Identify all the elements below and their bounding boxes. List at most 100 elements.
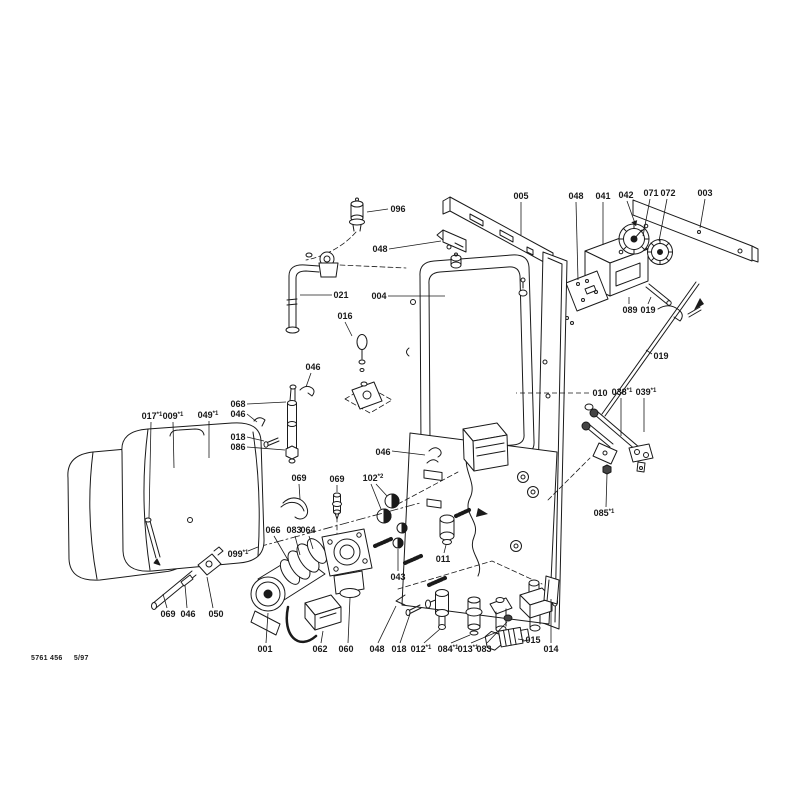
callout-lead [344, 321, 353, 337]
callout-lead [375, 483, 388, 497]
callout-lead [443, 544, 447, 554]
part-callout-085: 085*1 [594, 508, 615, 518]
document-footer: 5761 456 5/97 [31, 655, 89, 662]
part-callout-050: 050 [208, 609, 223, 619]
part-callout-071: 071 [643, 188, 658, 198]
callout-lead [246, 401, 287, 405]
part-mounting-rail-top [442, 196, 554, 268]
part-callout-041: 041 [595, 191, 610, 201]
callout-lead [246, 436, 265, 442]
part-knobs [376, 493, 400, 524]
callout-lead [575, 201, 579, 281]
part-long-rod [601, 281, 700, 417]
callout-arrow [631, 220, 638, 226]
callout-lead [399, 613, 411, 644]
reference-lines [257, 231, 591, 590]
part-callout-046: 046 [375, 447, 390, 457]
part-callout-015: 015 [525, 635, 540, 645]
callout-lead [645, 349, 653, 355]
callout-lead [247, 546, 259, 552]
part-callout-046: 046 [230, 409, 245, 419]
part-callout-018: 018 [230, 432, 245, 442]
alignment-arrows [476, 298, 704, 517]
part-callout-001: 001 [257, 644, 272, 654]
callout-lead [388, 240, 442, 250]
part-linkage [581, 403, 654, 475]
part-callout-004: 004 [371, 291, 386, 301]
callout-lead [391, 450, 426, 456]
part-callout-019: 019 [653, 351, 668, 361]
part-callout-017: 017*1 [142, 411, 163, 421]
part-callout-019: 019 [640, 305, 655, 315]
callout-lead [642, 198, 651, 237]
part-heat-cell [406, 252, 535, 462]
part-callout-084: 084*1 [438, 644, 459, 654]
callout-lead [206, 576, 214, 609]
part-callout-083: 083 [286, 525, 301, 535]
part-electrode [144, 517, 161, 566]
callout-lead [273, 535, 289, 561]
part-bracket-small [436, 229, 467, 253]
callout-lead [470, 631, 498, 644]
part-callout-042: 042 [618, 190, 633, 200]
part-valve-train [395, 575, 560, 651]
callout-lead [172, 421, 175, 469]
callout-lead [294, 535, 301, 556]
callout-lead [320, 630, 324, 644]
part-callout-039: 039*1 [636, 387, 657, 397]
part-callout-003: 003 [697, 188, 712, 198]
part-callout-069: 069 [329, 474, 344, 484]
callout-lead [370, 483, 382, 510]
part-lever-rod [645, 283, 702, 322]
callout-lead [647, 296, 652, 305]
part-nipple [332, 492, 342, 520]
callout-lead [308, 535, 314, 550]
callout-lead [699, 198, 706, 229]
part-callout-066: 066 [265, 525, 280, 535]
callout-lead [486, 621, 508, 644]
part-strainer [484, 626, 531, 651]
part-callout-012: 012*1 [411, 644, 432, 654]
part-callout-013: 013*1 [458, 644, 479, 654]
callout-lead [605, 473, 608, 508]
part-callout-011: 011 [436, 554, 451, 564]
part-callout-048: 048 [568, 191, 583, 201]
callout-lead [184, 584, 188, 609]
callout-lead [658, 198, 668, 242]
callout-lead [347, 597, 351, 644]
part-callout-060: 060 [338, 644, 353, 654]
part-spring-clips-center [426, 447, 442, 464]
callout-lead [148, 421, 152, 519]
document-number: 5761 456 [31, 655, 63, 662]
part-callout-102: 102*2 [363, 473, 384, 483]
part-callout-089: 089 [622, 305, 637, 315]
part-callout-009: 009*1 [163, 411, 184, 421]
part-return-tube [253, 384, 315, 464]
part-hose [280, 497, 309, 520]
callout-lead [265, 612, 269, 644]
part-callout-086: 086 [230, 442, 245, 452]
callout-lead [162, 593, 168, 609]
part-callout-068: 068 [230, 399, 245, 409]
part-callout-069: 069 [291, 473, 306, 483]
diagram-art [67, 196, 759, 651]
part-callout-048: 048 [369, 644, 384, 654]
part-callout-005: 005 [513, 191, 528, 201]
part-callout-021: 021 [333, 290, 348, 300]
part-callout-014: 014 [543, 644, 558, 654]
part-callout-072: 072 [660, 188, 675, 198]
part-fill-valve-pipe [285, 251, 339, 334]
part-junction-box [462, 422, 509, 472]
part-mounting-rail-right [632, 199, 759, 263]
part-callout-048: 048 [372, 244, 387, 254]
part-callout-016: 016 [337, 311, 352, 321]
callout-lead [246, 446, 286, 451]
part-control-dials [618, 223, 673, 265]
part-callout-083: 083 [476, 644, 491, 654]
part-callout-018: 018 [391, 644, 406, 654]
part-callout-062: 062 [312, 644, 327, 654]
callout-lead [517, 638, 525, 641]
part-air-vent [349, 197, 365, 232]
